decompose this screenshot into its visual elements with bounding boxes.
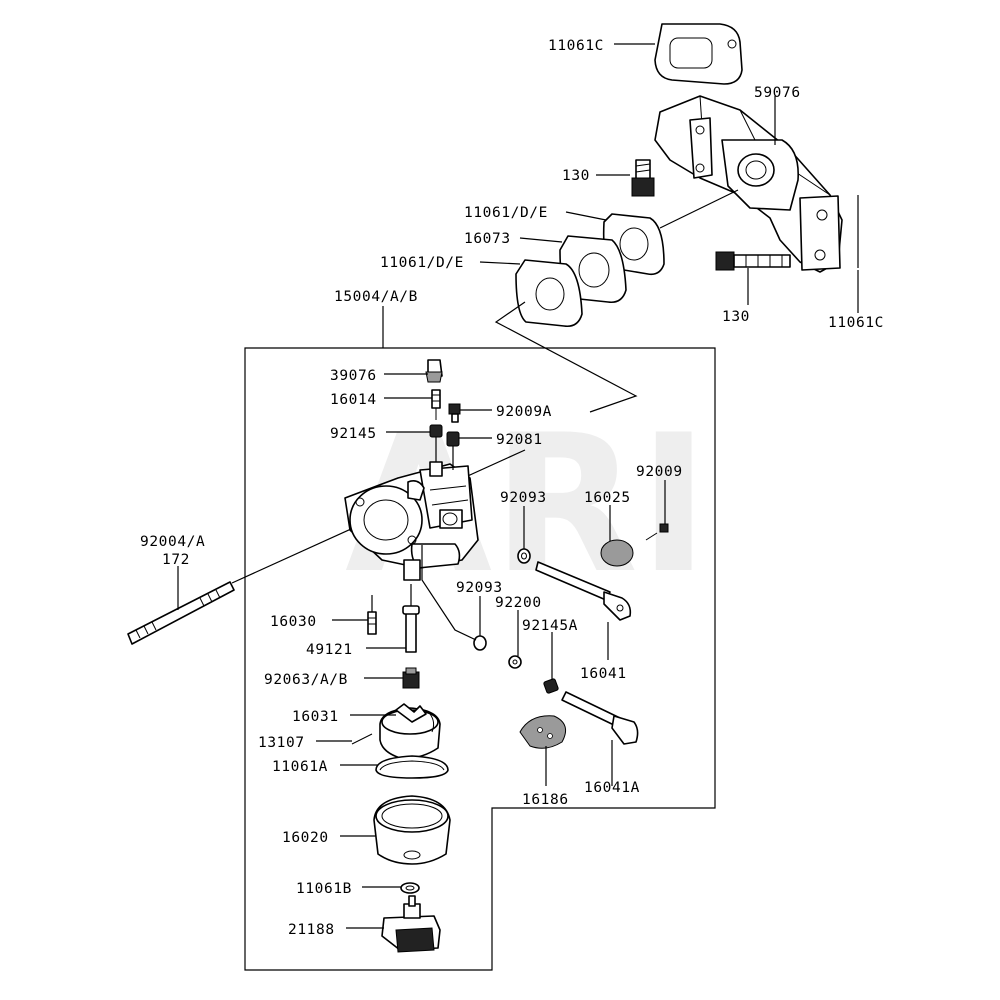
label-92004a: 92004/A (140, 534, 205, 550)
label-49121: 49121 (306, 642, 353, 658)
alignment-line-manifold (659, 189, 739, 229)
main-jet-92063 (402, 667, 420, 689)
label-92009a: 92009A (496, 404, 552, 420)
intake-manifold-59076 (654, 95, 843, 273)
washer-hole (521, 552, 527, 560)
oring-inner (379, 760, 445, 771)
label-16014: 16014 (330, 392, 377, 408)
part-16014 (431, 389, 441, 420)
label-16073: 16073 (464, 231, 511, 247)
label-11061c-right: 11061C (828, 315, 884, 331)
choke-plate-16186 (519, 715, 567, 749)
label-59076: 59076 (754, 85, 801, 101)
label-16030: 16030 (270, 614, 317, 630)
label-16031: 16031 (292, 709, 339, 725)
bolt-130-top (631, 159, 655, 197)
label-92009: 92009 (636, 464, 683, 480)
label-21188: 21188 (288, 922, 335, 938)
spring-92081 (446, 431, 460, 447)
washer-92200 (508, 655, 522, 669)
gasket-11061c-top (654, 23, 743, 85)
washer-92093-lower (473, 635, 487, 651)
alignment-line-gasket (494, 301, 638, 413)
label-130-right: 130 (722, 309, 750, 325)
gasket-11061de-front (515, 259, 583, 328)
label-16186: 16186 (522, 792, 569, 808)
label-92081: 92081 (496, 432, 543, 448)
label-92145a: 92145A (522, 618, 578, 634)
label-16025: 16025 (584, 490, 631, 506)
main-nozzle-49121 (402, 584, 420, 653)
bolt-130-right (715, 251, 791, 271)
pilot-jet-16030 (367, 595, 377, 635)
label-11061a: 11061A (272, 759, 328, 775)
label-16020: 16020 (282, 830, 329, 846)
solenoid-21188 (381, 895, 441, 953)
leader-lines (177, 43, 859, 929)
washer-11061b (400, 882, 420, 894)
part-39076 (425, 359, 443, 383)
washer-11061b-hole (405, 885, 415, 891)
washer-92093-upper (517, 548, 531, 564)
screw-92009a (448, 403, 461, 423)
assembly-line-lower (421, 545, 477, 641)
washer-92200-hole (512, 659, 518, 665)
part-92145 (429, 424, 443, 438)
label-15004ab: 15004/A/B (334, 289, 418, 305)
label-13107: 13107 (258, 735, 305, 751)
label-16041a: 16041A (584, 780, 640, 796)
label-130-top: 130 (562, 168, 590, 184)
throttle-plate-16025 (600, 539, 634, 567)
label-16041: 16041 (580, 666, 627, 682)
label-92145: 92145 (330, 426, 377, 442)
label-11061c-top: 11061C (548, 38, 604, 54)
spring-92145a (543, 678, 559, 694)
label-172: 172 (162, 552, 190, 568)
part-labels: 11061C 59076 130 11061/D/E 16073 11061/D… (140, 38, 884, 938)
label-39076: 39076 (330, 368, 377, 384)
choke-shaft-16041a (561, 691, 639, 745)
label-11061de-b: 11061/D/E (380, 255, 464, 271)
float-16031 (379, 703, 441, 760)
float-bowl-16020 (373, 795, 451, 865)
float-pin-13107 (351, 733, 373, 745)
label-11061de-a: 11061/D/E (464, 205, 548, 221)
label-92063ab: 92063/A/B (264, 672, 348, 688)
assembly-boundary (244, 347, 716, 971)
oring-11061a (375, 755, 449, 779)
label-92093-b: 92093 (456, 580, 503, 596)
carburetor-body (344, 461, 479, 581)
throttle-shaft-16041 (535, 561, 632, 621)
stud-92004a (127, 581, 235, 645)
label-92200: 92200 (495, 595, 542, 611)
label-92093-a: 92093 (500, 490, 547, 506)
label-11061b: 11061B (296, 881, 352, 897)
